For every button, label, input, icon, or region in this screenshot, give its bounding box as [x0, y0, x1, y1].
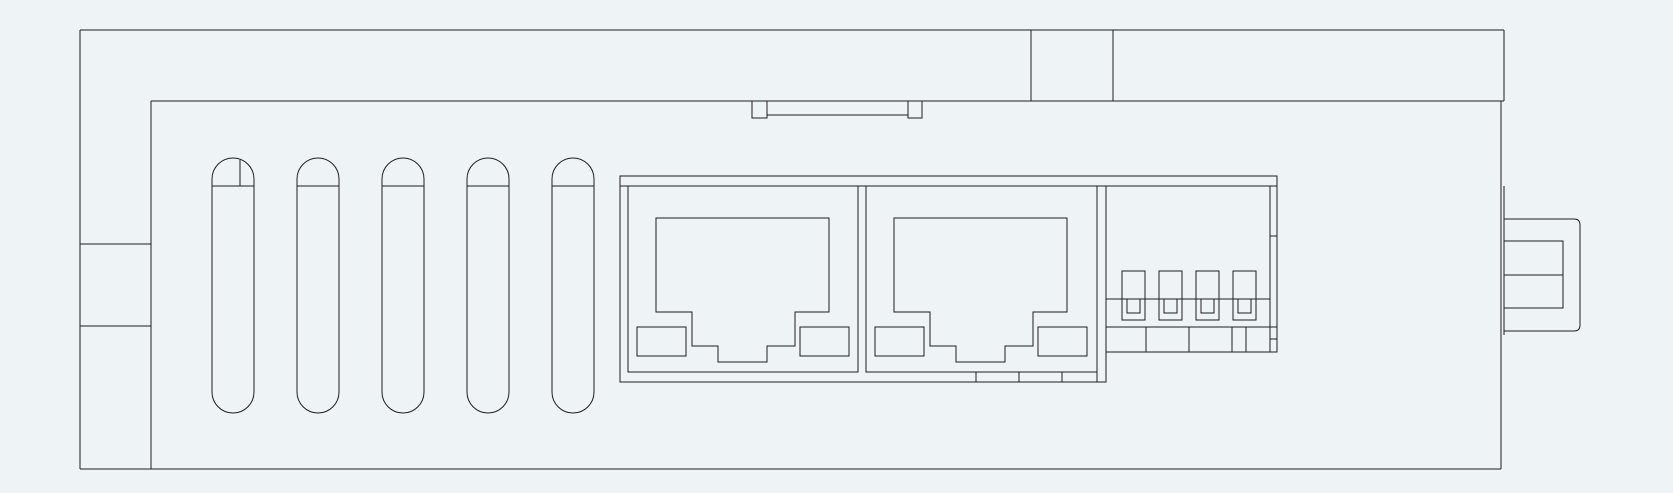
dip-switch-1-lever[interactable]: [1126, 298, 1141, 314]
vent-slots: [211, 157, 595, 414]
rj45-port-2-led-left: [874, 326, 925, 357]
housing-body: [79, 29, 1505, 470]
dip-switches: [1121, 270, 1257, 321]
dip-switch-2[interactable]: [1158, 270, 1183, 321]
top-latch: [751, 101, 923, 119]
vent-slot-3: [381, 157, 425, 414]
dip-switch-4[interactable]: [1232, 270, 1257, 321]
dip-switch-bank: [1106, 186, 1277, 352]
din-rail-clip: [1503, 186, 1581, 335]
dip-switch-4-lever[interactable]: [1237, 298, 1252, 314]
rj45-port-1-led-left: [636, 326, 687, 357]
rj45-port-1-led-right: [799, 326, 850, 357]
vent-slot-5: [551, 157, 595, 414]
rj45-port-2-led-right: [1037, 326, 1088, 357]
rj45-port-1-housing: [627, 185, 859, 373]
vent-slot-1: [211, 157, 255, 414]
dip-switch-2-lever[interactable]: [1163, 298, 1178, 314]
rj45-port-1-opening: [655, 217, 830, 363]
rj45-port-block: [619, 175, 1278, 383]
vent-slot-4: [466, 157, 510, 414]
dip-switch-3[interactable]: [1195, 270, 1220, 321]
rj45-port-2-opening: [893, 217, 1068, 363]
dip-switch-1[interactable]: [1121, 270, 1146, 321]
vent-slot-2: [296, 157, 340, 414]
dip-switch-3-lever[interactable]: [1200, 298, 1215, 314]
